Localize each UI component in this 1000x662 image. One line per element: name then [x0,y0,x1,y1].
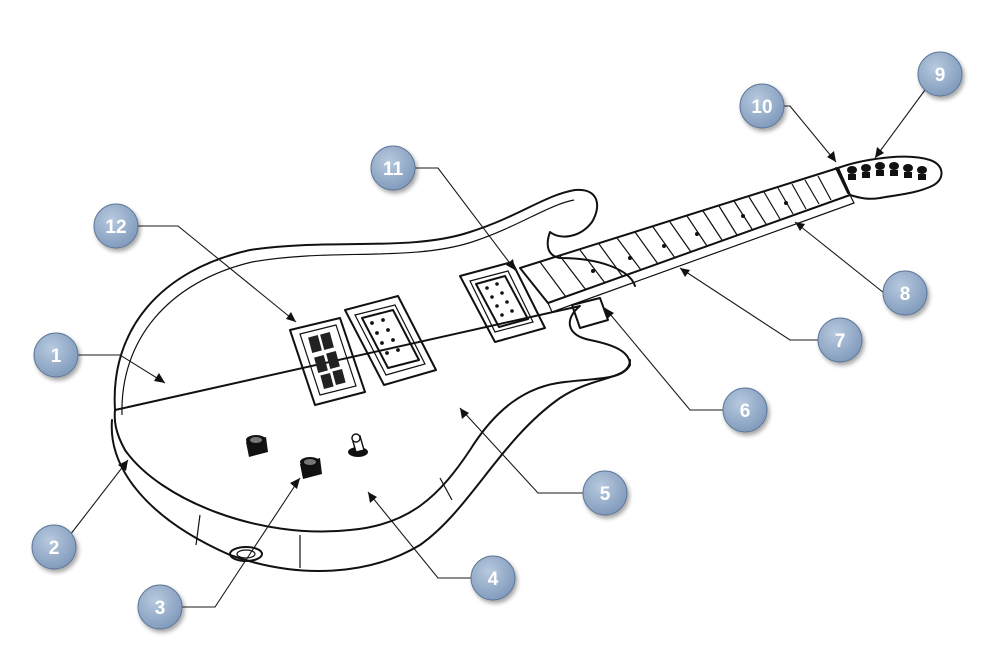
leader-1 [78,354,166,384]
callout-7-label: 7 [835,331,846,352]
callout-2: 2 [31,524,77,570]
neck-pickup [459,261,546,343]
fret-markers [591,201,788,273]
callout-5: 5 [582,470,628,516]
callout-3: 3 [137,584,183,630]
guitar-neck [519,167,855,329]
leader-2 [69,459,129,536]
leader-9 [874,89,926,159]
callout-6: 6 [722,387,768,433]
leader-7 [679,267,820,341]
leader-3 [178,477,301,608]
callout-8: 8 [882,270,928,316]
tone-knob [300,457,322,479]
body-side-edge [110,359,631,572]
callout-4: 4 [470,555,516,601]
leader-5 [459,407,590,494]
output-jack [229,546,263,562]
callout-7: 7 [817,317,863,363]
callout-12-label: 12 [105,217,126,238]
callout-11: 11 [370,145,416,191]
callout-11-label: 11 [383,159,404,180]
side-seam [195,514,201,546]
control-knobs [246,433,368,479]
leader-8 [794,221,885,294]
leader-4 [367,491,474,579]
frets [539,175,832,298]
leader-lines [69,89,926,608]
volume-knob [246,435,268,457]
body-top-outline [113,188,636,533]
callout-4-label: 4 [488,569,499,590]
callout-10-label: 10 [751,97,772,118]
bridge-saddles [308,331,346,390]
pickup-selector-switch [348,433,368,457]
callout-2-label: 2 [49,538,60,559]
callout-9-label: 9 [935,65,946,86]
callout-6-label: 6 [740,401,751,422]
guitar-body [110,188,636,572]
neck-heel [571,297,609,329]
body-binding [121,199,575,416]
callout-5-label: 5 [600,484,611,505]
tuners [847,162,927,180]
callouts: 1 2 3 4 5 6 7 8 [31,51,963,630]
leader-12 [137,225,297,323]
callout-1-label: 1 [51,346,62,367]
headstock [837,155,943,200]
callout-3-label: 3 [155,598,166,619]
bridge-pickup [344,295,437,386]
bridge [289,317,366,406]
nut [835,167,849,194]
callout-8-label: 8 [900,284,911,305]
side-seam [439,477,453,501]
callout-9: 9 [917,51,963,97]
leader-6 [604,307,730,411]
callout-10: 10 [739,83,785,129]
callout-12: 12 [93,203,139,249]
leader-11 [415,167,516,271]
callout-1: 1 [33,332,79,378]
